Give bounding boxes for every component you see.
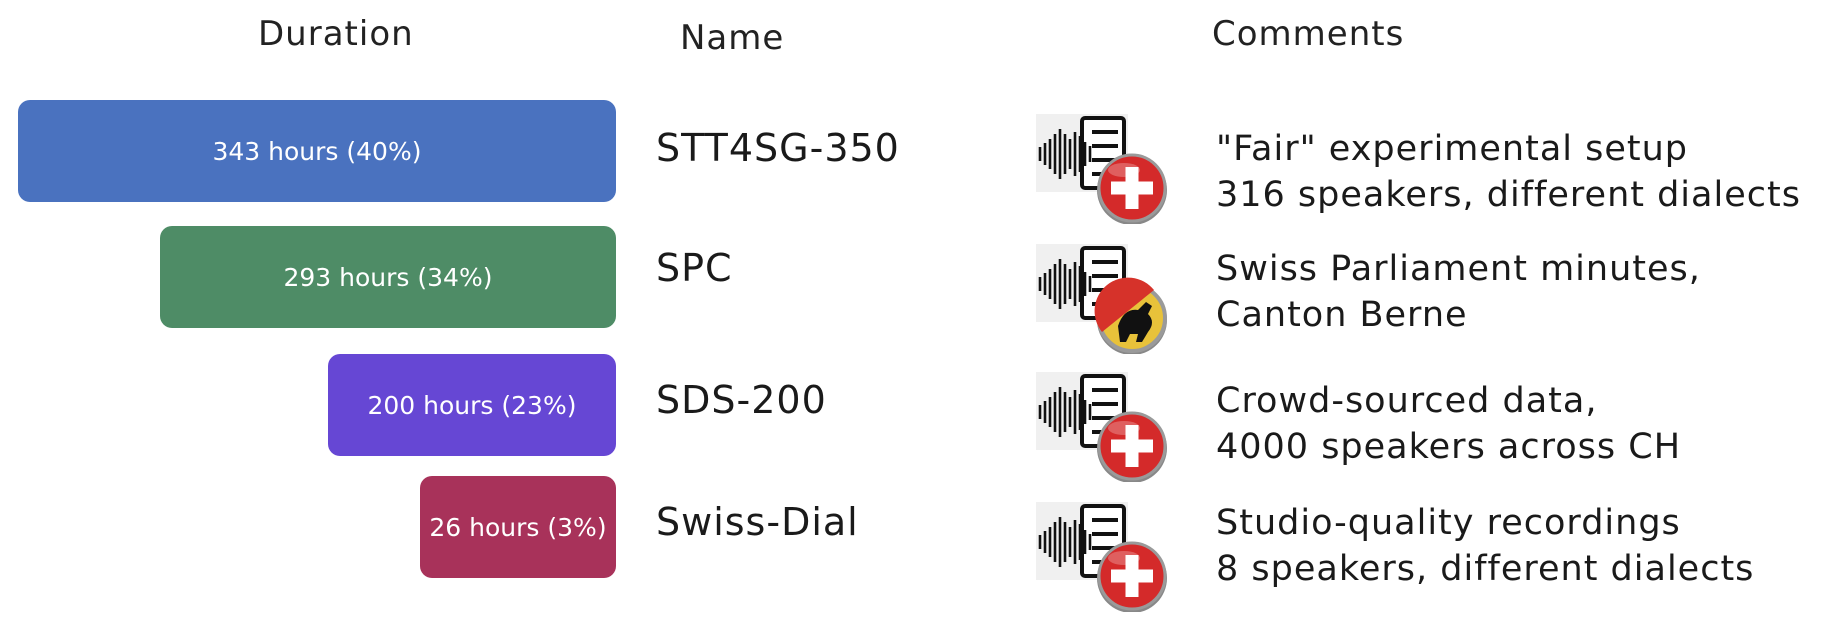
bern-bear-icon	[1094, 277, 1167, 354]
waveform-icon	[1038, 259, 1092, 309]
name-header: Name	[680, 18, 785, 58]
duration-label: 293 hours (34%)	[283, 262, 493, 292]
dataset-row-spc: 293 hours (34%) SPC Swiss Parliament min…	[0, 226, 1829, 354]
dataset-name: SDS-200	[656, 378, 827, 422]
waveform-icon	[1038, 129, 1092, 179]
comment-line: Swiss Parliament minutes,	[1216, 249, 1701, 289]
duration-header: Duration	[258, 14, 414, 54]
duration-bar: 343 hours (40%)	[18, 100, 616, 202]
waveform-icon	[1038, 387, 1092, 437]
swiss-cross-icon	[1097, 541, 1167, 612]
duration-bar: 200 hours (23%)	[328, 354, 616, 456]
comment-line: 316 speakers, different dialects	[1216, 175, 1801, 215]
dataset-name: STT4SG-350	[656, 126, 900, 170]
audio-transcript-icon	[1034, 370, 1174, 482]
dataset-comment: Studio-quality recordings 8 speakers, di…	[1216, 500, 1754, 592]
audio-transcript-icon	[1034, 242, 1174, 354]
audio-transcript-icon	[1034, 112, 1174, 224]
duration-bar: 26 hours (3%)	[420, 476, 616, 578]
duration-bar: 293 hours (34%)	[160, 226, 616, 328]
comment-line: Studio-quality recordings	[1216, 503, 1681, 543]
dataset-row-sds-200: 200 hours (23%) SDS-200 Crowd-sourced da…	[0, 354, 1829, 482]
audio-transcript-icon	[1034, 500, 1174, 612]
comment-line: Crowd-sourced data,	[1216, 381, 1598, 421]
duration-label: 200 hours (23%)	[367, 390, 577, 420]
swiss-cross-icon	[1097, 153, 1167, 224]
dataset-comment: Crowd-sourced data, 4000 speakers across…	[1216, 378, 1681, 470]
dataset-comment: Swiss Parliament minutes, Canton Berne	[1216, 246, 1701, 338]
duration-label: 343 hours (40%)	[212, 136, 422, 166]
comment-line: Canton Berne	[1216, 295, 1468, 335]
swiss-cross-icon	[1097, 411, 1167, 482]
waveform-icon	[1038, 517, 1092, 567]
dataset-row-swiss-dial: 26 hours (3%) Swiss-Dial Studio-quality …	[0, 476, 1829, 612]
duration-label: 26 hours (3%)	[429, 512, 607, 542]
dataset-comment: "Fair" experimental setup 316 speakers, …	[1216, 126, 1801, 218]
dataset-row-stt4sg-350: 343 hours (40%) STT4SG-350 "Fair" experi…	[0, 100, 1829, 224]
comment-line: "Fair" experimental setup	[1216, 129, 1689, 169]
comment-line: 8 speakers, different dialects	[1216, 549, 1755, 589]
comment-line: 4000 speakers across CH	[1216, 427, 1682, 467]
comments-header: Comments	[1212, 14, 1405, 54]
dataset-name: Swiss-Dial	[656, 500, 859, 544]
dataset-name: SPC	[656, 246, 733, 290]
